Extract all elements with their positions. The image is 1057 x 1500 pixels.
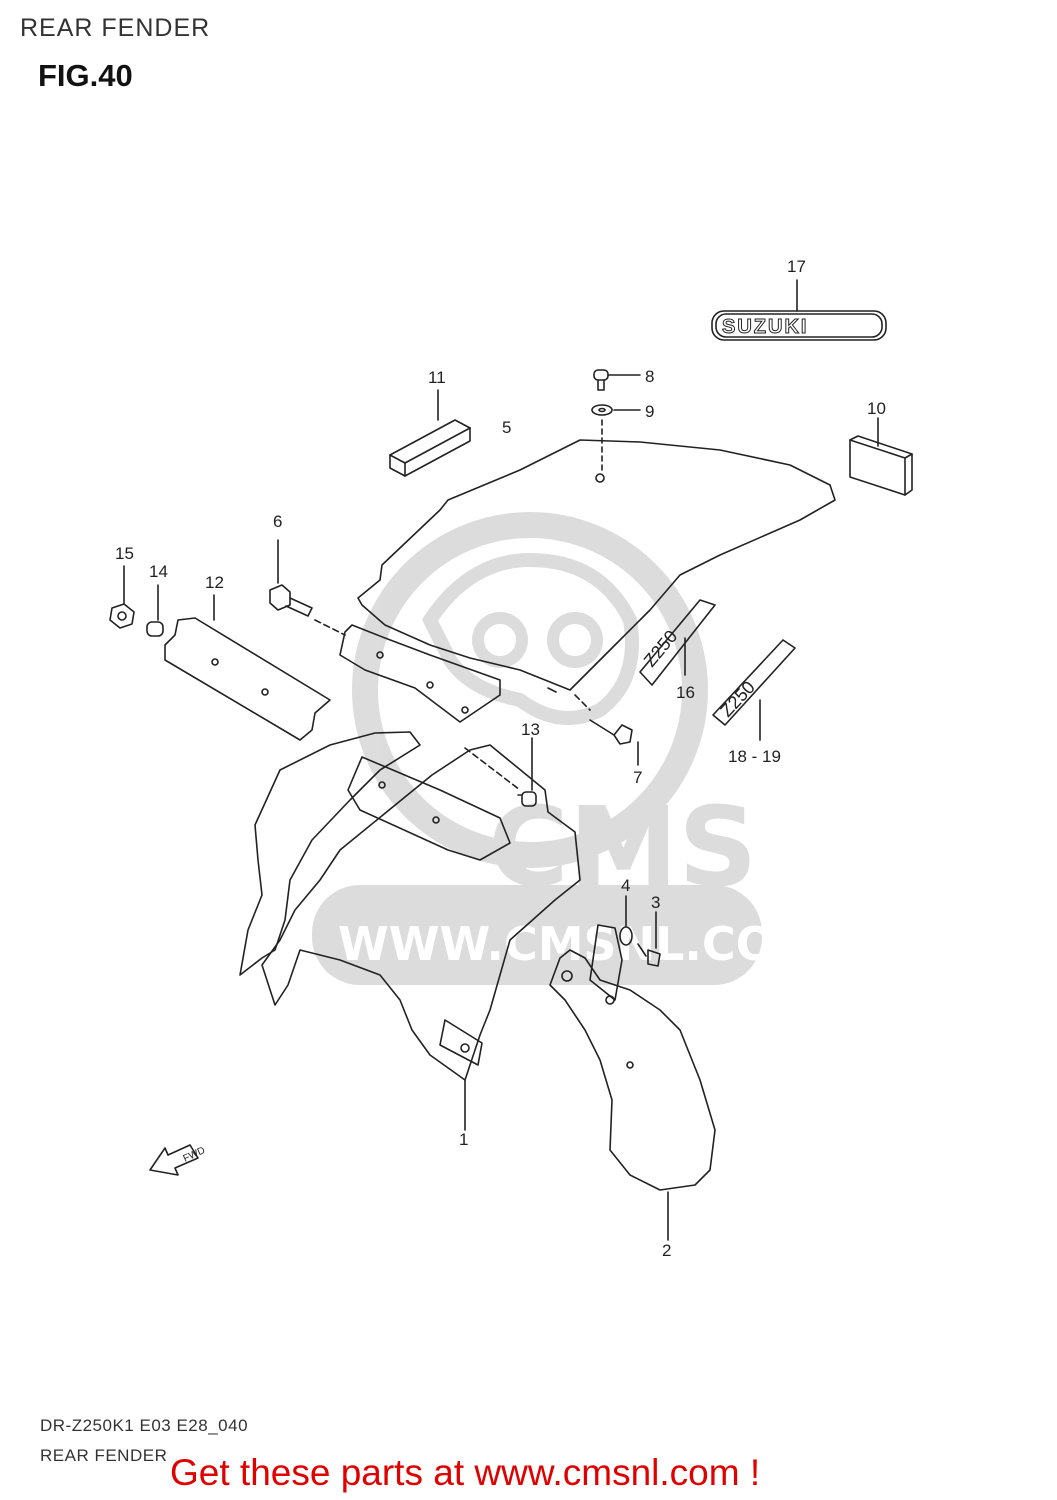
callout-1: 1 bbox=[459, 1130, 468, 1149]
callout-18-19: 18 - 19 bbox=[728, 747, 781, 766]
buy-parts-link[interactable]: Get these parts at www.cmsnl.com ! bbox=[170, 1452, 761, 1493]
callout-13: 13 bbox=[521, 720, 540, 739]
part-13-bolt[interactable] bbox=[464, 737, 537, 807]
part-5-rear-fender-upper[interactable] bbox=[339, 439, 836, 723]
cmsnl-watermark: CMS WWW.CMSNL.COM bbox=[312, 512, 821, 985]
part-9-washer[interactable] bbox=[591, 404, 641, 471]
part-16-z250-decal[interactable] bbox=[639, 599, 716, 686]
watermark-brand: CMS bbox=[488, 783, 757, 911]
fwd-direction-arrow-icon bbox=[149, 1144, 199, 1176]
part-11-pad[interactable] bbox=[389, 389, 471, 477]
callout-15: 15 bbox=[115, 544, 134, 563]
part-6-bolt[interactable] bbox=[269, 539, 346, 636]
z250-decal-text-18: Z250 bbox=[716, 677, 759, 721]
part-1-rear-fender-lower[interactable] bbox=[239, 731, 581, 1131]
callout-2: 2 bbox=[662, 1241, 671, 1260]
part-2-mud-flap[interactable] bbox=[549, 924, 716, 1241]
callout-7: 7 bbox=[633, 768, 642, 787]
callout-8: 8 bbox=[645, 367, 654, 386]
callout-12: 12 bbox=[205, 573, 224, 592]
callout-5: 5 bbox=[502, 418, 511, 437]
page-header-title: REAR FENDER bbox=[20, 14, 211, 42]
callout-6: 6 bbox=[273, 512, 282, 531]
part-7-tapping-screw[interactable] bbox=[574, 694, 639, 766]
callout-16: 16 bbox=[676, 683, 695, 702]
callout-3: 3 bbox=[651, 893, 660, 912]
part-3-bolt[interactable] bbox=[637, 911, 661, 967]
callout-9: 9 bbox=[645, 402, 654, 421]
suzuki-decal-text: SUZUKI bbox=[722, 316, 808, 338]
callout-11: 11 bbox=[428, 368, 446, 387]
callout-17: 17 bbox=[787, 257, 806, 276]
part-4-washer[interactable] bbox=[619, 895, 633, 946]
part-8-screw[interactable] bbox=[593, 369, 641, 391]
diagram-code: DR-Z250K1 E03 E28_040 bbox=[40, 1416, 249, 1435]
callout-10: 10 bbox=[867, 399, 886, 418]
callout-14: 14 bbox=[149, 562, 168, 581]
part-18-19-z250-decal[interactable] bbox=[712, 639, 796, 741]
part-14-collar[interactable] bbox=[146, 584, 164, 637]
part-12-plate[interactable] bbox=[164, 594, 331, 741]
watermark-url: WWW.CMSNL.COM bbox=[338, 917, 821, 971]
part-10-pad[interactable] bbox=[849, 417, 913, 496]
part-15-nut[interactable] bbox=[109, 565, 135, 629]
part-17-suzuki-decal[interactable] bbox=[711, 279, 887, 341]
diagram-name: REAR FENDER bbox=[40, 1446, 168, 1465]
figure-number: FIG.40 bbox=[38, 58, 133, 93]
callout-4: 4 bbox=[621, 876, 630, 895]
